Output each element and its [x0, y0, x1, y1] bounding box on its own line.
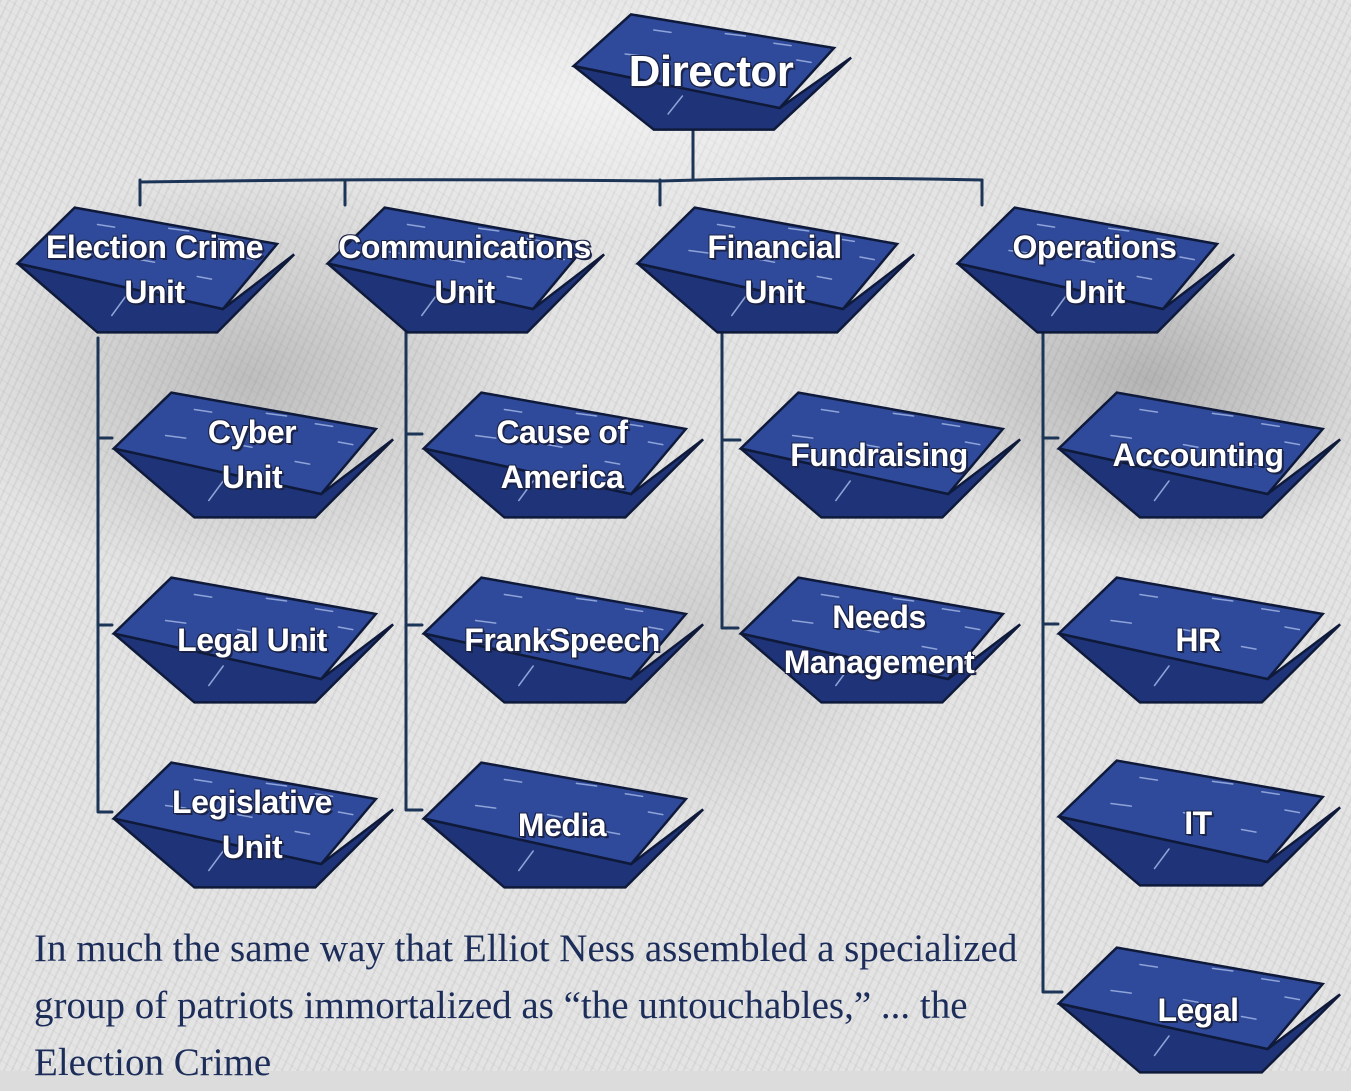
- unit-node-financial-unit-shape: [635, 206, 916, 334]
- block-top-face: [1056, 759, 1326, 864]
- subunit-node-legal-unit-shape: [111, 576, 395, 704]
- subunit-node-media: Media: [418, 760, 706, 890]
- subunit-node-frankspeech-shape: [421, 576, 705, 704]
- block-sketch-marks: [624, 29, 812, 115]
- unit-node-financial-unit-label: Financial Unit: [707, 229, 842, 310]
- subunit-node-fundraising-shape: [738, 391, 1022, 519]
- block-sketch-marks: [1110, 776, 1301, 870]
- subunit-node-fundraising-label: Fundraising: [790, 436, 968, 473]
- subunit-node-cyber-unit-label: Cyber Unit: [207, 414, 297, 495]
- unit-node-election-crime-unit-shape: [15, 206, 296, 334]
- unit-node-operations-unit: Operations Unit: [952, 205, 1237, 335]
- subunit-node-hr-shape: [1056, 576, 1341, 704]
- unit-node-communications-unit: Communications Unit: [322, 205, 607, 335]
- unit-node-communications-unit-shape: [325, 206, 606, 334]
- block-top-face: [955, 206, 1220, 311]
- subunit-node-accounting: Accounting: [1053, 390, 1343, 520]
- unit-node-operations-unit-label: Operations Unit: [1012, 229, 1177, 310]
- block-sketch-marks: [474, 408, 664, 502]
- subunit-node-legal-unit-label: Legal Unit: [177, 621, 327, 658]
- subunit-node-it-label: IT: [1184, 804, 1212, 841]
- block-top-face: [111, 576, 379, 681]
- subunit-node-legislative-unit: Legislative Unit: [108, 760, 396, 890]
- subunit-node-needs-management: Needs Management: [735, 575, 1023, 705]
- block-top-face: [111, 761, 379, 866]
- subunit-node-cause-of-america: Cause of America: [418, 390, 706, 520]
- block-top-face: [421, 576, 689, 681]
- block-top-face: [15, 206, 280, 311]
- block-sketch-marks: [1110, 963, 1301, 1057]
- subunit-node-legislative-unit-label: Legislative Unit: [172, 784, 332, 865]
- block-sketch-marks: [688, 223, 875, 317]
- unit-node-election-crime-unit-label: Election Crime Unit: [45, 229, 264, 310]
- subunit-node-it: IT: [1053, 758, 1343, 888]
- block-top-face: [325, 206, 590, 311]
- block-top-face: [1056, 946, 1326, 1051]
- block-top-face: [421, 761, 689, 866]
- subunit-node-hr: HR: [1053, 575, 1343, 705]
- subunit-node-cyber-unit: Cyber Unit: [108, 390, 396, 520]
- subunit-node-needs-management-label: Needs Management: [783, 599, 975, 680]
- block-top-face: [1056, 391, 1326, 496]
- block-sketch-marks: [791, 593, 981, 687]
- subunit-node-legal-label: Legal: [1157, 991, 1239, 1028]
- block-top-face: [111, 391, 379, 496]
- block-sketch-marks: [791, 408, 981, 502]
- block-sketch-marks: [1110, 593, 1301, 687]
- subunit-node-cause-of-america-shape: [421, 391, 705, 519]
- subunit-node-legislative-unit-shape: [111, 761, 395, 889]
- block-top-face: [635, 206, 900, 311]
- subunit-node-legal: Legal: [1053, 945, 1343, 1075]
- subunit-node-frankspeech: FrankSpeech: [418, 575, 706, 705]
- subunit-node-cyber-unit-shape: [111, 391, 395, 519]
- block-sketch-marks: [474, 778, 664, 872]
- block-sketch-marks: [164, 778, 354, 872]
- director-node: Director: [568, 12, 854, 132]
- unit-node-communications-unit-label: Communications Unit: [338, 229, 591, 310]
- block-sketch-marks: [474, 593, 664, 687]
- subunit-node-legal-unit: Legal Unit: [108, 575, 396, 705]
- subunit-node-legal-shape: [1056, 946, 1341, 1074]
- unit-node-election-crime-unit: Election Crime Unit: [12, 205, 297, 335]
- block-sketch-marks: [68, 223, 255, 317]
- subunit-node-media-label: Media: [517, 806, 607, 843]
- block-sketch-marks: [1008, 223, 1195, 317]
- director-node-shape: [571, 13, 852, 131]
- subunit-node-media-shape: [421, 761, 705, 889]
- unit-node-operations-unit-shape: [955, 206, 1236, 334]
- block-top-face: [421, 391, 689, 496]
- intro-paragraph: In much the same way that Elliot Ness as…: [34, 927, 1018, 1084]
- subunit-node-needs-management-shape: [738, 576, 1022, 704]
- subunit-node-hr-label: HR: [1175, 621, 1221, 658]
- block-top-face: [571, 13, 837, 110]
- block-sketch-marks: [164, 593, 354, 687]
- subunit-node-fundraising: Fundraising: [735, 390, 1023, 520]
- block-top-face: [738, 391, 1006, 496]
- block-sketch-marks: [164, 408, 354, 502]
- subunit-node-accounting-label: Accounting: [1112, 436, 1284, 473]
- block-top-face: [1056, 576, 1326, 681]
- block-sketch-marks: [1110, 408, 1301, 502]
- subunit-node-frankspeech-label: FrankSpeech: [464, 621, 660, 658]
- subunit-node-it-shape: [1056, 759, 1341, 887]
- director-node-label: Director: [628, 47, 794, 97]
- subunit-node-accounting-shape: [1056, 391, 1341, 519]
- block-top-face: [738, 576, 1006, 681]
- unit-node-financial-unit: Financial Unit: [632, 205, 917, 335]
- block-sketch-marks: [378, 223, 565, 317]
- subunit-node-cause-of-america-label: Cause of America: [496, 414, 628, 495]
